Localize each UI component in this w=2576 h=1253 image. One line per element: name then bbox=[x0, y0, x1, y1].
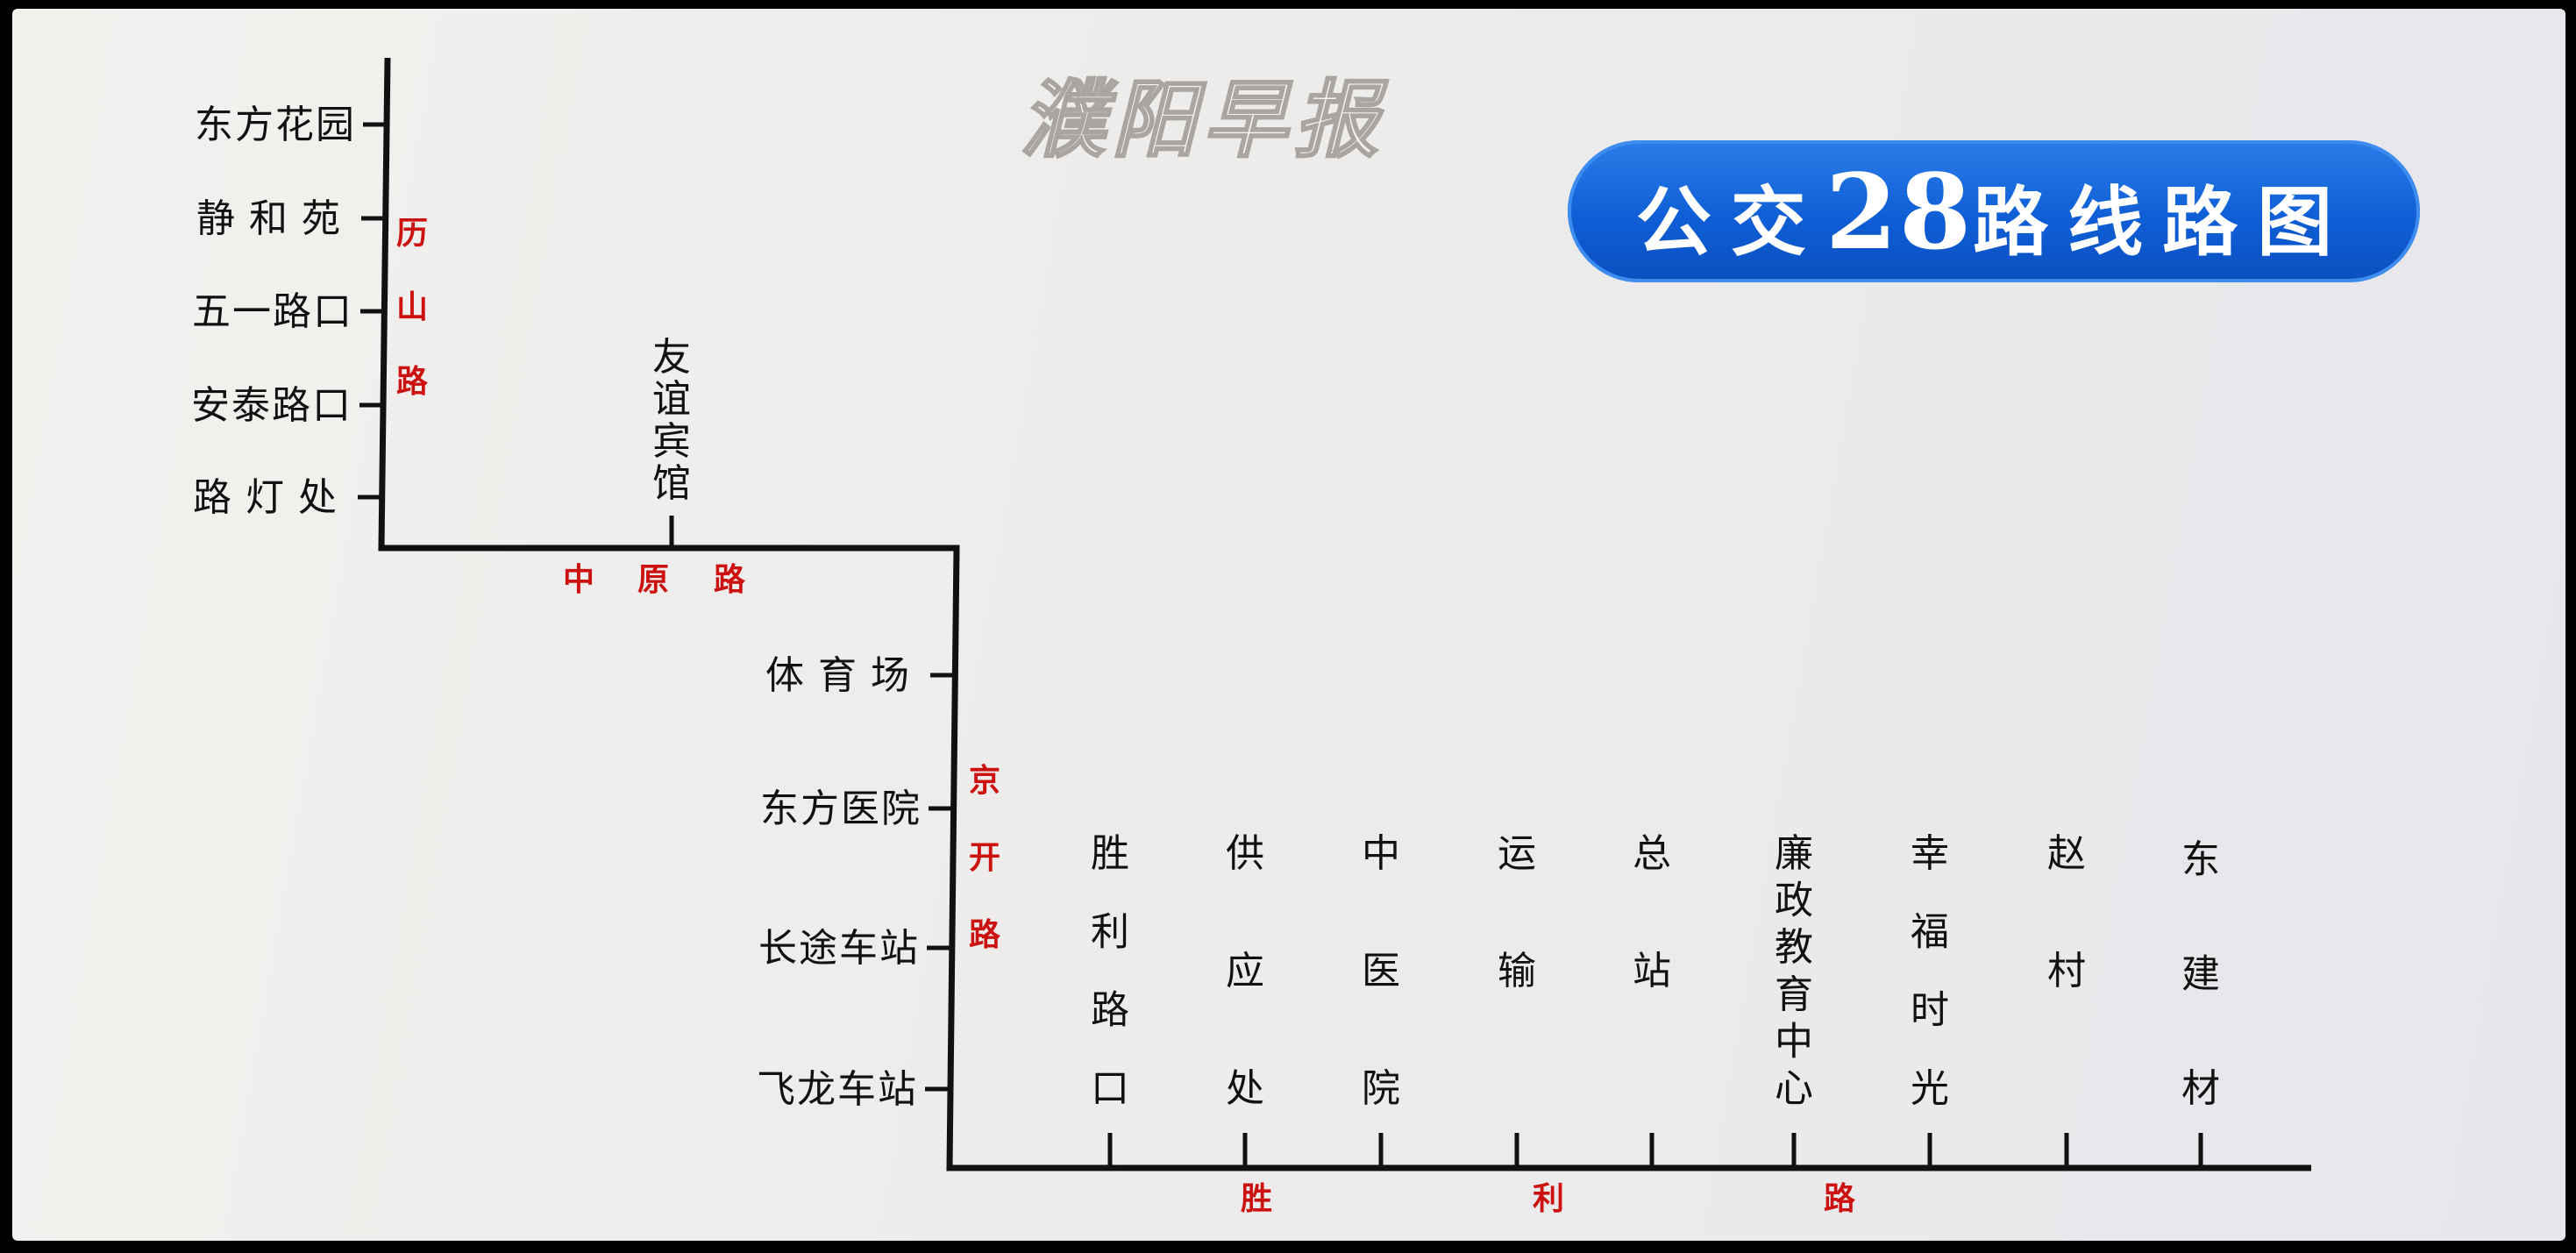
masthead: 濮阳早报 bbox=[1021, 70, 1389, 169]
stop-label: 五一路口 bbox=[192, 289, 353, 334]
stop-label: 路灯处 bbox=[193, 475, 351, 520]
stop-ticks bbox=[358, 122, 2203, 1168]
stop-label: 长途车站 bbox=[758, 926, 920, 971]
road-label-char: 历 bbox=[396, 216, 428, 252]
stop-label: 总站 bbox=[1633, 831, 1671, 993]
road-label-char: 胜 bbox=[1241, 1181, 1272, 1217]
road-label-char: 路 bbox=[1824, 1181, 1856, 1217]
stop-label: 中医院 bbox=[1362, 831, 1400, 1111]
road-label-char: 利 bbox=[1533, 1181, 1564, 1217]
road-label-char: 中 bbox=[563, 562, 594, 598]
route-title: 公交28路线路图 bbox=[1636, 151, 2352, 273]
route-number: 28 bbox=[1825, 150, 1974, 273]
road-label-char: 路 bbox=[969, 917, 1001, 953]
stop-label: 东方医院 bbox=[760, 787, 922, 831]
road-label-char: 路 bbox=[396, 364, 429, 400]
road-label-char: 京 bbox=[969, 762, 1000, 799]
stop-label: 东建材 bbox=[2181, 837, 2220, 1111]
stop-label: 静和苑 bbox=[196, 196, 354, 241]
title-prefix: 公交 bbox=[1635, 178, 1825, 267]
road-labels: 历山路中原路京开路胜利路 bbox=[396, 216, 1856, 1217]
title-banner: 公交28路线路图 bbox=[1568, 140, 2420, 282]
route-map-card: 濮阳早报 东方花园静和苑五一路口安泰路口路灯处 友谊宾馆体育场东方医院长途车站飞龙… bbox=[12, 9, 2565, 1241]
road-label-char: 山 bbox=[396, 289, 428, 325]
stop-label: 飞龙车站 bbox=[757, 1067, 918, 1112]
title-suffix: 路线路图 bbox=[1973, 178, 2352, 267]
stop-label: 东方花园 bbox=[195, 103, 356, 147]
road-label-char: 开 bbox=[969, 840, 1000, 876]
stop-label: 友谊宾馆 bbox=[652, 335, 691, 506]
stop-label: 廉政教育中心 bbox=[1775, 831, 1813, 1111]
stop-label: 幸福时光 bbox=[1911, 831, 1949, 1111]
road-label-char: 原 bbox=[637, 562, 669, 598]
stop-label: 运输 bbox=[1498, 831, 1536, 993]
stop-label: 胜利路口 bbox=[1091, 831, 1129, 1111]
stop-label: 安泰路口 bbox=[191, 383, 352, 428]
route-line bbox=[378, 57, 2311, 1171]
stop-label: 赵村 bbox=[2047, 831, 2086, 993]
road-label-char: 路 bbox=[714, 562, 746, 598]
stop-label: 供应处 bbox=[1226, 831, 1264, 1111]
stop-label: 体育场 bbox=[765, 653, 923, 698]
